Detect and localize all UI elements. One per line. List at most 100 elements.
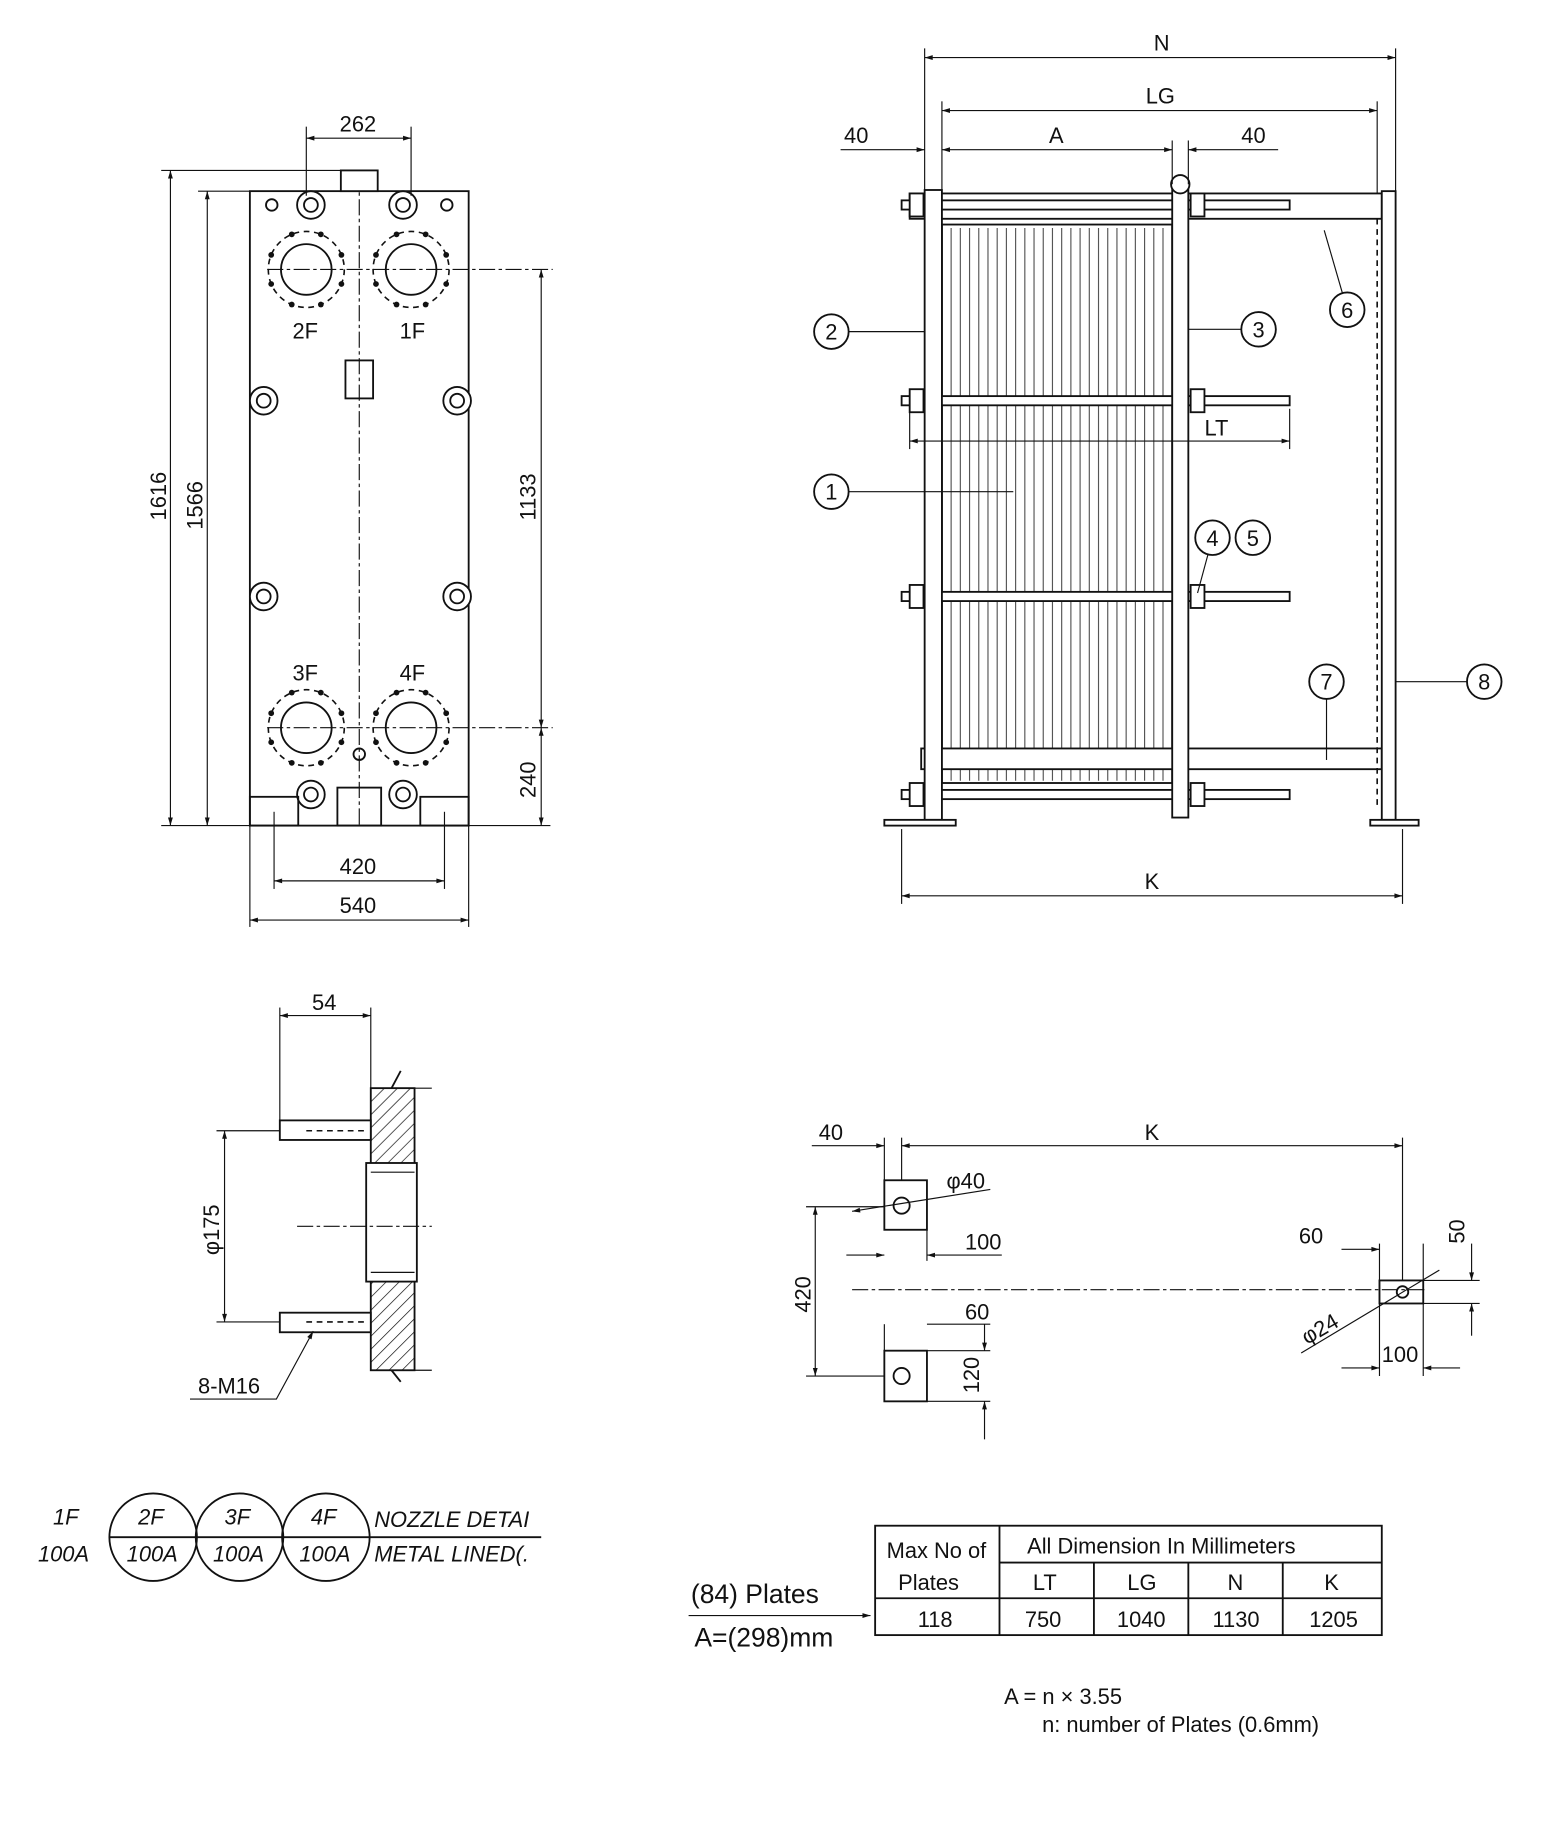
header-group: All Dimension In Millimeters <box>1027 1533 1296 1558</box>
tie-bolt-nut <box>296 779 326 810</box>
label-8-m16: 8-M16 <box>198 1373 260 1398</box>
dim-54: 54 <box>312 990 336 1015</box>
col-n: N <box>1227 1570 1243 1595</box>
bottom-guide-bar <box>920 747 1383 771</box>
balloon-2 <box>813 313 850 350</box>
balloon-label-2: 2 <box>825 320 837 345</box>
bolt-hole <box>373 710 379 717</box>
dim-phi175: φ175 <box>199 1204 224 1255</box>
cell-n: 1130 <box>1213 1607 1260 1632</box>
tie-bolt-rod <box>900 590 1291 602</box>
nozzle-4f-label: 4F <box>311 1505 338 1530</box>
bolt-hole <box>393 689 400 696</box>
nozzle-2f-label: 2F <box>137 1505 165 1530</box>
tie-bolt <box>255 392 272 409</box>
nozzle-3f-label: 3F <box>225 1505 252 1530</box>
dim-n: N <box>1154 31 1170 56</box>
bolt-hole <box>268 281 275 287</box>
tie-bolt <box>303 197 319 213</box>
col-lg: LG <box>1127 1570 1156 1595</box>
foot-dim-k: K <box>1145 1120 1160 1145</box>
port-label-2f: 2F <box>292 319 318 344</box>
nozzle-1f-size: 100A <box>38 1541 89 1566</box>
balloon-label-8: 8 <box>1478 670 1490 695</box>
cell-lt: 750 <box>1025 1607 1061 1632</box>
balloon-3 <box>1240 311 1277 348</box>
tie-bolt-nut <box>248 581 279 612</box>
label-plate <box>344 359 375 400</box>
dim-40-right: 40 <box>1241 123 1265 148</box>
bolt-hole <box>422 689 429 696</box>
bolt-hole <box>288 231 295 238</box>
balloon-4 <box>1194 519 1231 556</box>
port-opening <box>384 243 438 296</box>
nozzle-3f-size: 100A <box>213 1541 264 1566</box>
nozzle-detail: 54 φ175 8-M16 <box>190 990 432 1400</box>
bolt-hole <box>288 689 295 696</box>
balloon-6 <box>1329 291 1366 328</box>
bolt-hole <box>422 231 429 238</box>
formula-line2: n: number of Plates (0.6mm) <box>1042 1712 1319 1737</box>
bolt-hole <box>338 710 345 717</box>
tie-bolt <box>395 197 411 213</box>
bolt-hole <box>338 281 345 287</box>
nozzle-note-top: NOZZLE DETAI <box>374 1507 529 1532</box>
pressure-plate <box>1171 183 1190 819</box>
bolt-hole <box>317 759 324 766</box>
foot-dim-120: 120 <box>959 1357 984 1393</box>
bolt-hole <box>443 281 450 287</box>
balloon-label-6: 6 <box>1341 298 1353 323</box>
tie-bolt-rod <box>900 199 1291 211</box>
nut <box>908 192 925 218</box>
bolt-hole <box>317 231 324 238</box>
front-view: 2F 1F 3F 4F 262 1616 1566 1133 240 420 5… <box>146 111 553 927</box>
foot-dim-right-100: 100 <box>1382 1342 1418 1367</box>
nut <box>1189 192 1206 218</box>
bolt-hole <box>338 252 345 258</box>
foot-dim-phi24: φ24 <box>1297 1308 1343 1349</box>
tie-bolt-nut <box>442 581 472 612</box>
port-label-3f: 3F <box>292 661 318 686</box>
bolt-hole <box>373 739 379 746</box>
tie-bolt <box>395 786 411 803</box>
dim-40-left: 40 <box>844 123 868 148</box>
dim-1133: 1133 <box>515 473 540 520</box>
bolt-hole <box>422 759 429 766</box>
bolt-hole <box>268 739 275 746</box>
tie-bolt-nut <box>442 385 472 416</box>
foot-dim-right-50: 50 <box>1445 1219 1470 1243</box>
header-max-no: Max No of <box>887 1538 988 1563</box>
balloon-label-7: 7 <box>1320 670 1332 695</box>
foot-detail: 40 K φ40 100 60 120 420 60 50 φ24 100 <box>791 1120 1480 1440</box>
tie-bolt <box>449 588 465 605</box>
foot-dim-420: 420 <box>791 1276 816 1312</box>
bolt-hole <box>443 252 450 258</box>
nozzle-note-bottom: METAL LINED(. <box>374 1541 529 1566</box>
leader-line <box>1323 230 1343 294</box>
foot-dim-40: 40 <box>819 1120 843 1145</box>
tie-bolt-nut <box>248 385 279 416</box>
tie-bolt-nut <box>296 190 326 220</box>
dim-a: A <box>1049 123 1064 148</box>
nut <box>908 584 925 609</box>
dim-k: K <box>1145 869 1160 894</box>
dim-lt: LT <box>1204 415 1228 440</box>
nut <box>1189 584 1206 609</box>
balloon-7 <box>1308 663 1345 700</box>
bolt-hole <box>393 301 400 308</box>
nut <box>908 782 925 807</box>
balloon-label-5: 5 <box>1247 526 1259 551</box>
dim-240: 240 <box>515 761 540 797</box>
dim-262: 262 <box>340 111 376 136</box>
balloon-5 <box>1234 519 1272 556</box>
bolt-hole <box>317 301 324 308</box>
plates-count: (84) Plates <box>691 1579 819 1609</box>
tie-bolt-rod <box>900 395 1291 407</box>
bolt-hole <box>373 281 379 287</box>
bolt-hole <box>443 739 450 746</box>
port-label-1f: 1F <box>400 319 426 344</box>
balloon-label-1: 1 <box>825 480 837 505</box>
tie-bolt <box>255 588 272 605</box>
bolt-hole <box>338 739 345 746</box>
